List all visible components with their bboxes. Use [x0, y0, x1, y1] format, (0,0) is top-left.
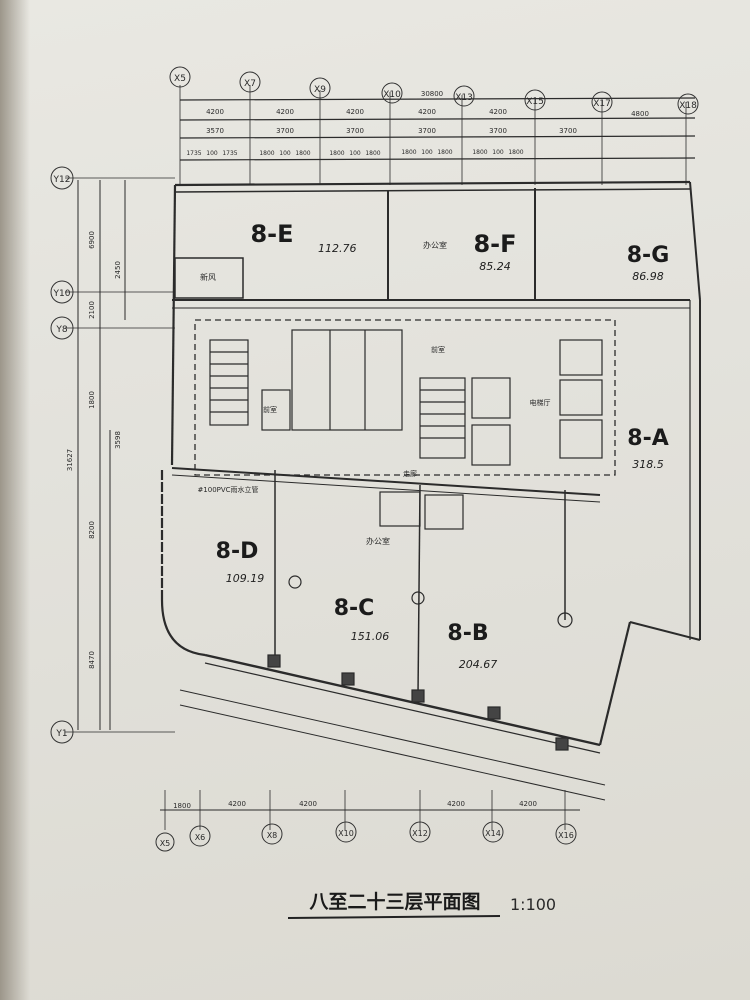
unit-label-8-A: 8-A [627, 426, 668, 451]
bottom-dimension: 4200 [299, 800, 317, 808]
axis-label: X10 [338, 829, 354, 838]
axis-label: Y1 [55, 729, 67, 739]
window-dimension: 1800 [329, 150, 344, 157]
bay-dimension: 4200 [489, 108, 507, 116]
window-dimension: 1800 [295, 150, 310, 157]
axis-label: X13 [455, 93, 473, 103]
left-dimension: 1800 [88, 391, 96, 409]
axis-label: X18 [679, 101, 697, 111]
corridor-label: 走廊 [403, 469, 417, 478]
overall-dimension: 30800 [421, 90, 443, 98]
axis-label: X15 [526, 97, 544, 107]
pipe-note-label: #100PVC雨水立管 [197, 485, 258, 494]
fresh-air-room-label: 新风 [200, 272, 216, 282]
unit-area-8-G: 86.98 [632, 270, 664, 283]
elevator-hall-label: 电梯厅 [530, 398, 551, 407]
sub-dimension: 3700 [418, 127, 436, 135]
left-dimension: 8470 [88, 651, 96, 669]
unit-label-8-E: 8-E [250, 220, 293, 248]
drawing-scale: 1:100 [510, 895, 556, 914]
unit-area-8-B: 204.67 [459, 658, 498, 671]
window-dimension: 1735 [186, 150, 201, 157]
window-dimension: 1800 [401, 149, 416, 156]
office-label: 办公室 [423, 240, 447, 250]
left-dimension: 8200 [88, 521, 96, 539]
bottom-dimension: 4200 [447, 800, 465, 808]
front-room-label: 前室 [431, 345, 445, 354]
axis-label: X6 [195, 833, 206, 842]
office-label: 办公室 [366, 536, 390, 546]
drawing-title-block: 八至二十三层平面图 1:100 [287, 890, 556, 919]
left-dimension: 2100 [88, 301, 96, 319]
plan-linework [65, 85, 701, 830]
unit-area-8-E: 112.76 [318, 242, 357, 255]
axis-label: Y10 [53, 289, 71, 299]
axis-label: X16 [558, 831, 574, 840]
left-axis-markers: Y12 Y10 Y8 Y1 [50, 166, 74, 744]
unit-labels: 8-E 112.76 8-F 85.24 8-G 86.98 8-A 318.5… [216, 220, 670, 671]
axis-label: Y8 [55, 325, 67, 335]
sub-dimension: 3700 [276, 127, 294, 135]
bottom-dimension: 1800 [173, 802, 191, 810]
unit-label-8-G: 8-G [627, 243, 670, 268]
bottom-dimension: 4200 [228, 800, 246, 808]
sub-dimension: 3570 [206, 127, 224, 135]
bottom-axis-markers: X5 X6 X8 X10 X12 X14 X16 [155, 821, 577, 852]
window-dimension: 1800 [472, 149, 487, 156]
window-dimension: 1800 [365, 150, 380, 157]
left-dimension: 3598 [114, 431, 122, 449]
left-dimension: 2450 [114, 261, 122, 279]
axis-label: X10 [383, 90, 401, 100]
axis-label: X7 [244, 79, 256, 89]
left-dimension: 6900 [88, 231, 96, 249]
unit-label-8-D: 8-D [216, 539, 259, 564]
unit-label-8-F: 8-F [473, 230, 516, 258]
window-dimension: 1735 [222, 150, 237, 157]
axis-label: X12 [412, 829, 428, 838]
sub-dimension: 3700 [489, 127, 507, 135]
unit-label-8-C: 8-C [334, 596, 375, 621]
sub-dimension: 3700 [559, 127, 577, 135]
axis-label: X17 [593, 99, 611, 109]
axis-label: X9 [314, 85, 326, 95]
bay-dimension: 4200 [346, 108, 364, 116]
left-dimension: 31627 [66, 449, 74, 471]
front-room-label: 前室 [263, 405, 277, 414]
top-axis-markers: X5 X7 X9 X10 X13 X15 X17 X18 [169, 66, 699, 115]
window-dimension: 100 [349, 150, 361, 157]
sheet-edge-shadow [0, 0, 30, 1000]
window-dimension: 100 [421, 149, 433, 156]
bay-dimension: 4800 [631, 110, 649, 118]
window-dimension: 1800 [508, 149, 523, 156]
unit-area-8-A: 318.5 [632, 458, 664, 471]
unit-area-8-D: 109.19 [226, 572, 265, 585]
axis-label: X5 [160, 839, 171, 848]
unit-area-8-F: 85.24 [479, 260, 511, 273]
bottom-dimension: 4200 [519, 800, 537, 808]
left-dimensions: 6900 2450 2100 1800 3598 31627 8200 8470 [66, 231, 122, 669]
window-dimension: 100 [492, 149, 504, 156]
window-dimension: 1800 [437, 149, 452, 156]
sub-dimension: 3700 [346, 127, 364, 135]
bay-dimension: 4200 [206, 108, 224, 116]
window-dimension: 100 [206, 150, 218, 157]
bottom-dimensions: 1800 4200 4200 4200 4200 [173, 800, 537, 810]
unit-area-8-C: 151.06 [351, 630, 390, 643]
axis-label: X5 [174, 74, 186, 84]
top-dimensions: 30800 4200 4200 4200 4200 4200 4800 3570… [186, 90, 649, 157]
axis-label: X14 [485, 829, 501, 838]
bay-dimension: 4200 [276, 108, 294, 116]
room-labels: 新风 办公室 办公室 电梯厅 #100PVC雨水立管 走廊 前室 前室 [197, 240, 550, 546]
bay-dimension: 4200 [418, 108, 436, 116]
drawing-title: 八至二十三层平面图 [309, 890, 480, 913]
axis-label: Y12 [53, 175, 71, 185]
window-dimension: 100 [279, 150, 291, 157]
window-dimension: 1800 [259, 150, 274, 157]
unit-label-8-B: 8-B [447, 621, 488, 646]
axis-label: X8 [267, 831, 278, 840]
